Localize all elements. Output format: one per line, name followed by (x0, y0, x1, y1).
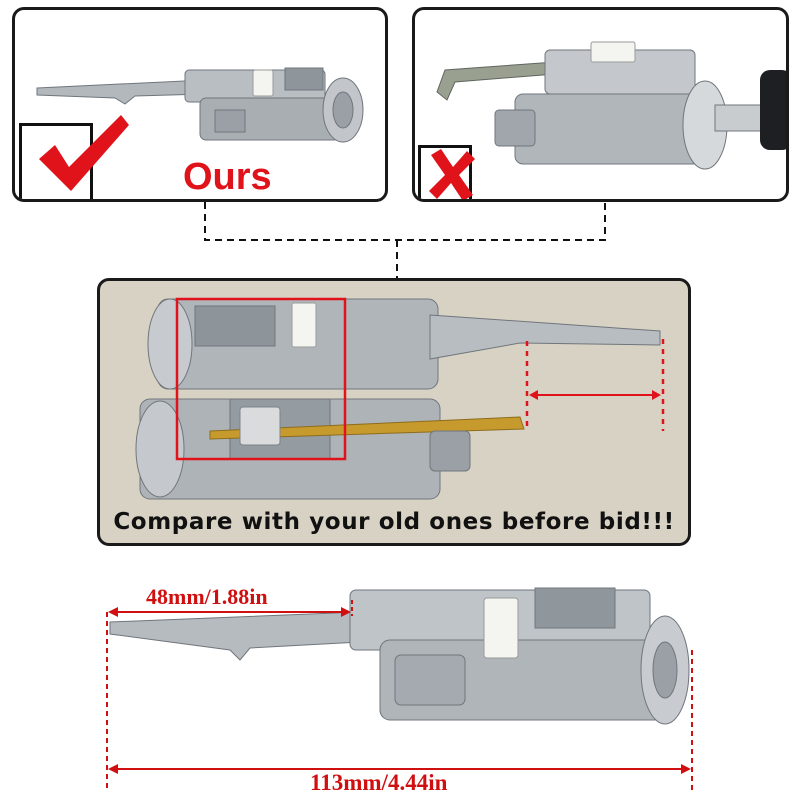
comparison-panel: Compare with your old ones before bid!!! (97, 278, 691, 546)
tailpiece-length-label: 48mm/1.88in (146, 584, 268, 609)
check-mark-icon (39, 115, 129, 191)
ours-product-panel: Ours (12, 7, 388, 202)
comparison-photo (135, 297, 665, 500)
ours-lock-cylinder-image (36, 67, 364, 143)
wrong-product-panel (412, 7, 789, 202)
x-mark-icon (429, 149, 475, 199)
compare-caption: Compare with your old ones before bid!!! (113, 509, 675, 535)
overall-length-label: 113mm/4.44in (310, 770, 448, 795)
wrong-lock-cylinder-image (436, 41, 786, 170)
ours-label: Ours (183, 156, 272, 198)
x-mark-frame (418, 145, 472, 199)
